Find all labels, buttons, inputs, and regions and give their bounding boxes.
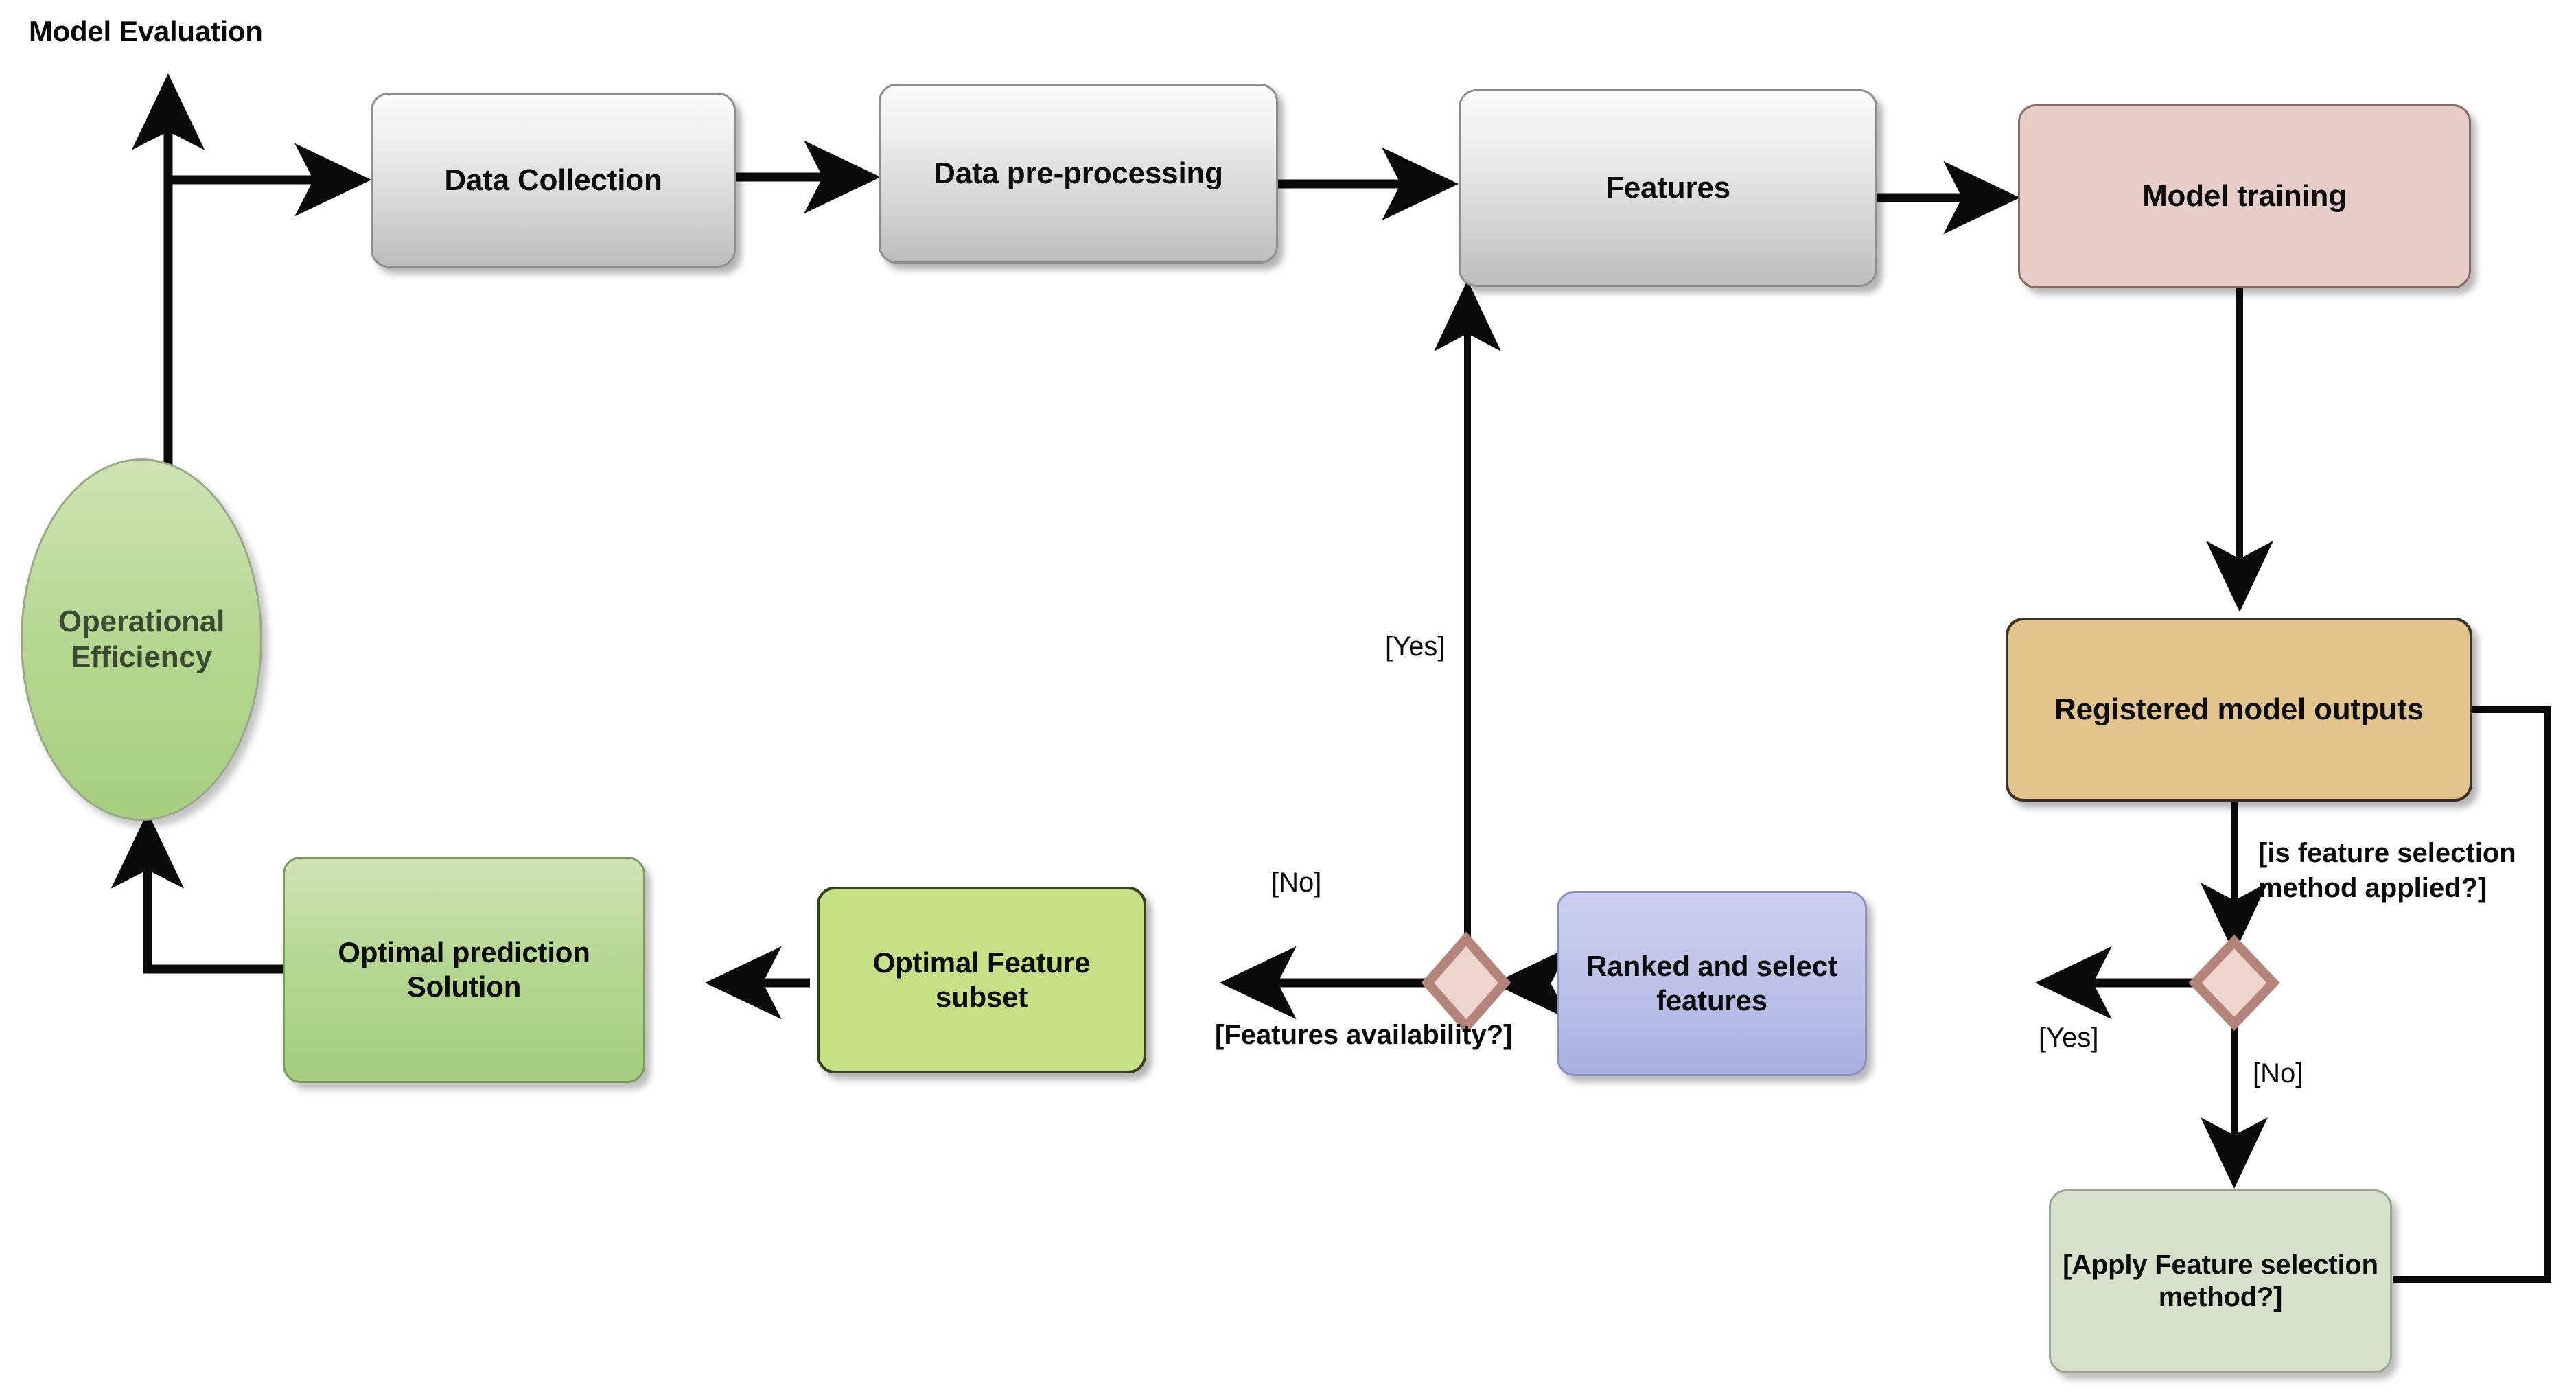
node-label: Model training	[2142, 179, 2347, 213]
node-label: Optimal prediction Solution	[338, 936, 590, 1003]
edge-label-no-to-apply-selection: [No]	[2253, 1058, 2304, 1088]
edge-label-is-feature-selection-applied: [is feature selection method applied?]	[2258, 838, 2516, 904]
node-label: Data pre-processing	[933, 156, 1223, 191]
node-data-preprocessing[interactable]: Data pre-processing	[879, 84, 1278, 264]
edge-label-features-availability: [Features availability?]	[1215, 1020, 1513, 1050]
node-features[interactable]: Features	[1459, 89, 1877, 287]
node-label: Operational Efficiency	[58, 605, 225, 674]
node-label: Data Collection	[444, 163, 662, 197]
node-model-training[interactable]: Model training	[2018, 104, 2471, 288]
edge-label-yes-to-ranked-features: [Yes]	[2039, 1023, 2099, 1053]
node-label: Ranked and select features	[1586, 950, 1837, 1016]
node-registered-model-outputs[interactable]: Registered model outputs	[2006, 618, 2472, 802]
node-ranked-select-features[interactable]: Ranked and select features	[1557, 891, 1867, 1076]
edge-label-yes-to-features: [Yes]	[1385, 631, 1446, 662]
node-operational-efficiency[interactable]: Operational Efficiency	[21, 458, 262, 821]
node-data-collection[interactable]: Data Collection	[371, 93, 736, 268]
node-optimal-prediction-solution[interactable]: Optimal prediction Solution	[283, 857, 645, 1083]
model-evaluation-label: Model Evaluation	[29, 15, 263, 47]
node-label: [Apply Feature selection method?]	[2063, 1249, 2378, 1312]
node-label: Registered model outputs	[2054, 692, 2424, 727]
feature-selection-applied-decision[interactable]	[2188, 934, 2280, 1032]
node-label: Optimal Feature subset	[872, 946, 1091, 1013]
node-apply-feature-selection[interactable]: [Apply Feature selection method?]	[2049, 1189, 2392, 1373]
edge-solution-to-operational-efficiency	[111, 811, 283, 974]
node-optimal-feature-subset[interactable]: Optimal Feature subset	[817, 887, 1146, 1073]
node-label: Features	[1605, 171, 1730, 205]
decision-diamonds	[1421, 931, 2280, 1034]
edge-label-no-to-optimal-subset: [No]	[1271, 867, 1322, 898]
features-availability-decision[interactable]	[1421, 931, 1511, 1034]
